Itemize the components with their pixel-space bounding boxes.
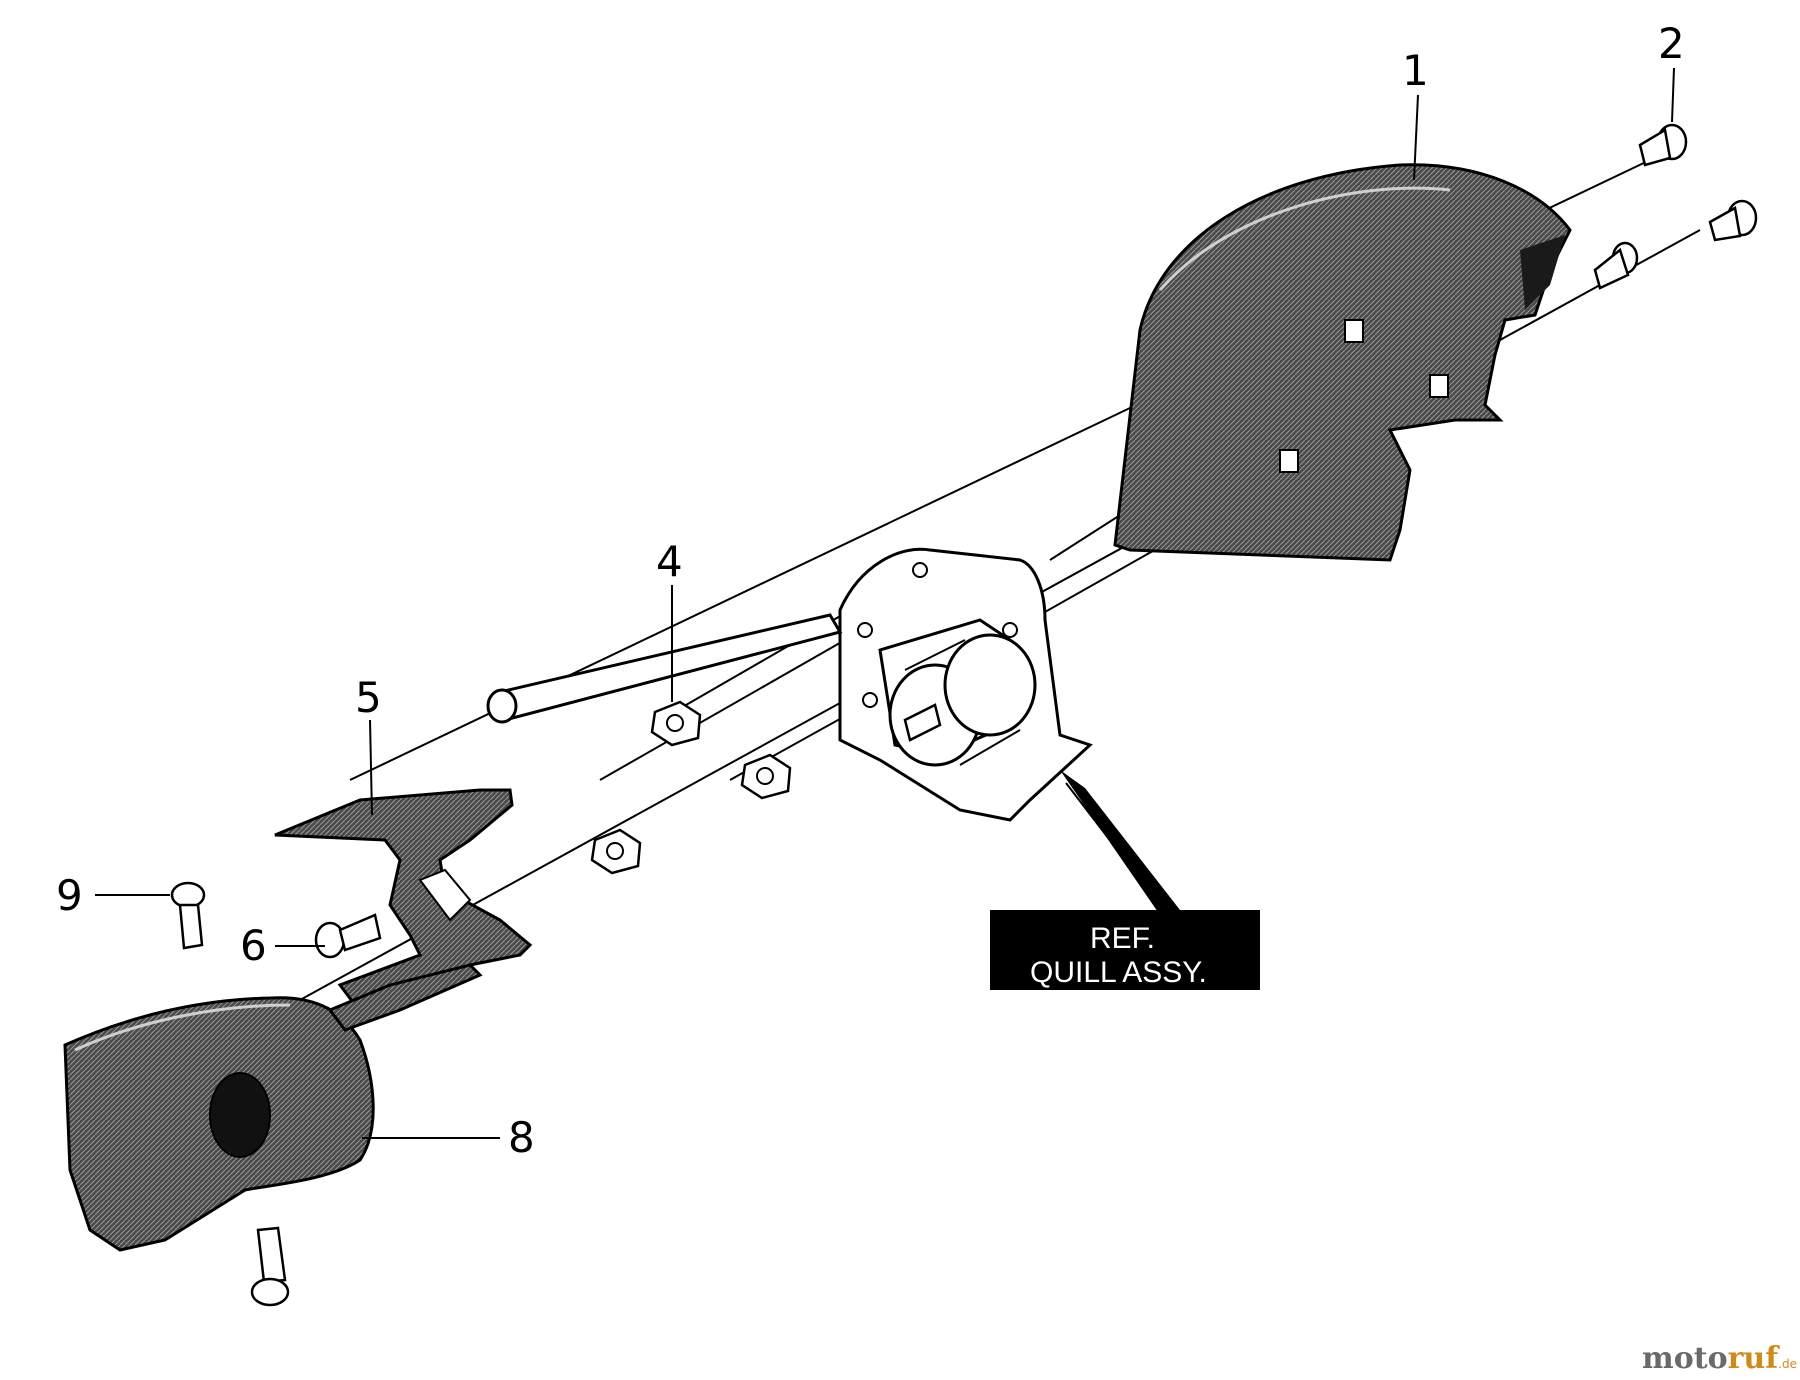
- quill-assembly: [838, 547, 1093, 822]
- nut-icon: [590, 828, 642, 875]
- part-1-rear-cover: [1113, 163, 1572, 562]
- callout-9: 9: [56, 871, 83, 920]
- ref-pointer-arrow: [1060, 770, 1180, 915]
- bolt-icon: [1638, 123, 1688, 167]
- quill-shaft: [486, 613, 843, 724]
- reference-line-1: REF.: [1090, 922, 1155, 955]
- bolt-icon: [1593, 241, 1639, 290]
- part-4-nuts: [590, 700, 792, 875]
- watermark-part-2: ruf: [1728, 1341, 1781, 1376]
- reference-line-2: QUILL ASSY.: [1030, 956, 1207, 989]
- part-5-bracket: [274, 788, 533, 1007]
- callout-1: 1: [1402, 46, 1429, 95]
- part-2-cover-bolts: [1593, 123, 1758, 290]
- callout-labels: 1 2 4 5 6 8 9: [56, 19, 1685, 1162]
- nut-icon: [650, 700, 702, 747]
- callout-4: 4: [656, 537, 683, 586]
- watermark-suffix: .de: [1778, 1357, 1797, 1371]
- callout-2: 2: [1658, 19, 1685, 68]
- callout-6: 6: [240, 921, 267, 970]
- bottom-bolt: [250, 1226, 290, 1307]
- bolt-icon: [1708, 199, 1758, 242]
- part-9-screw: [170, 881, 206, 950]
- nut-icon: [740, 753, 792, 800]
- callout-5: 5: [355, 673, 382, 722]
- part-6-screw: [314, 913, 382, 959]
- watermark-part-1: moto: [1642, 1341, 1728, 1376]
- reference-box: REF. QUILL ASSY.: [990, 910, 1260, 990]
- callout-8: 8: [508, 1113, 535, 1162]
- svg-text:motoruf.de: motoruf.de: [1642, 1341, 1797, 1376]
- watermark-logo: motoruf.de: [1642, 1341, 1797, 1376]
- part-8-front-cover: [63, 963, 483, 1252]
